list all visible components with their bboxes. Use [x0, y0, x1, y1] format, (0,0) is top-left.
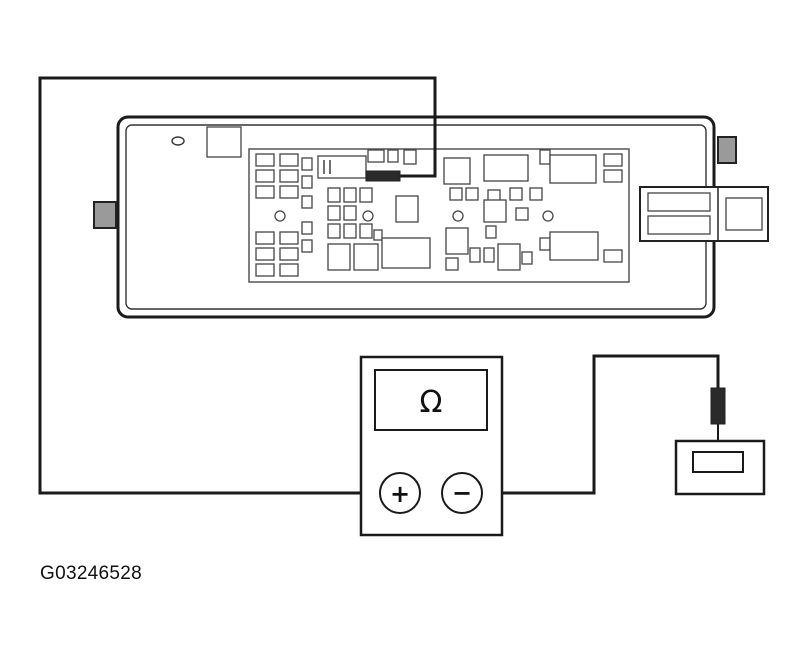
- module-connector: [639, 186, 769, 242]
- module-label-block: [206, 126, 242, 158]
- alignment-hole: [171, 136, 185, 146]
- figure-reference-code: G03246528: [40, 563, 143, 584]
- board-components: [255, 149, 623, 277]
- right-mount-tab: [717, 136, 737, 164]
- ohm-symbol: Ω: [420, 385, 443, 420]
- probe-handle: [710, 387, 726, 425]
- meter-display: [374, 369, 488, 431]
- positive-test-lead: [38, 76, 437, 495]
- ohmmeter: Ω + −: [359, 355, 504, 537]
- ground-terminal: [674, 439, 766, 496]
- left-mount-tab: [93, 201, 117, 229]
- minus-icon: −: [452, 479, 472, 507]
- probe-tip: [365, 170, 401, 182]
- positive-terminal: [379, 472, 421, 514]
- negative-terminal: [441, 472, 483, 514]
- negative-test-lead: [483, 354, 726, 495]
- plus-icon: +: [390, 480, 410, 508]
- control-module: [93, 115, 769, 319]
